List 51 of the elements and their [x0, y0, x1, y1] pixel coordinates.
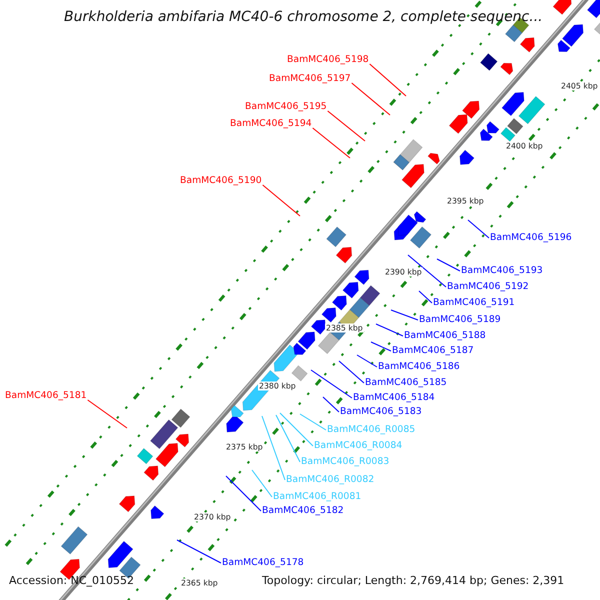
- gene-label: BamMC406_5181: [5, 390, 87, 402]
- gene-label: BamMC406_5190: [180, 175, 262, 187]
- gene-label: BamMC406_5188: [404, 330, 486, 342]
- leader-line: [338, 360, 364, 384]
- gene-label: BamMC406_5191: [433, 297, 515, 309]
- leader-line: [280, 412, 314, 446]
- leader-line: [369, 64, 406, 96]
- leader-line: [87, 400, 128, 428]
- gene-label: BamMC406_5183: [340, 406, 422, 418]
- leader-line: [376, 324, 404, 336]
- leader-line: [276, 414, 300, 462]
- gene-label: BamMC406_R0085: [327, 424, 416, 436]
- gene-label: BamMC406_5196: [490, 232, 572, 244]
- leader-line: [262, 416, 286, 480]
- leader-line: [356, 354, 378, 368]
- leader-line: [312, 128, 350, 158]
- gene-label: BamMC406_5186: [378, 361, 460, 373]
- leader-line: [322, 396, 340, 412]
- leader-line: [351, 82, 390, 116]
- gene-label: BamMC406_5178: [222, 557, 304, 569]
- gene-label: BamMC406_5189: [419, 314, 501, 326]
- leader-line: [468, 220, 490, 238]
- gene-label: BamMC406_5193: [461, 265, 543, 277]
- gene-label: BamMC406_5185: [365, 377, 447, 389]
- gene-label: BamMC406_5198: [287, 54, 369, 66]
- leader-line: [390, 310, 418, 320]
- footer-text: Accession: NC_010552: [9, 574, 134, 588]
- gene-label: BamMC406_5194: [230, 118, 312, 130]
- leader-line: [176, 540, 222, 564]
- leader-line: [262, 184, 300, 216]
- leader-line: [418, 290, 432, 304]
- title: Burkholderia ambifaria MC40-6 chromosome 2, complete sequenc...: [64, 9, 543, 25]
- gene-label: BamMC406_5187: [392, 345, 474, 357]
- leader-line: [327, 110, 366, 142]
- leader-line: [310, 370, 352, 398]
- leader-line: [252, 470, 272, 498]
- leader-line: [436, 258, 460, 272]
- gene-label: BamMC406_R0081: [273, 491, 362, 503]
- leader-line: [408, 254, 446, 288]
- gene-label: BamMC406_5192: [447, 281, 529, 293]
- gene-label: BamMC406_R0082: [286, 474, 374, 486]
- gene-label: BamMC406_5197: [269, 73, 351, 85]
- gene-label: BamMC406_5182: [262, 505, 344, 517]
- leader-line: [300, 414, 326, 430]
- gene-label: BamMC406_R0083: [301, 456, 390, 468]
- leader-line: [226, 476, 262, 512]
- gene-label: BamMC406_5195: [245, 101, 327, 113]
- gene-label: BamMC406_5184: [353, 392, 435, 404]
- gene-label: BamMC406_R0084: [314, 440, 402, 452]
- leader-line: [370, 342, 392, 352]
- footer-text: Topology: circular; Length: 2,769,414 bp; Genes: 2,391: [262, 574, 564, 588]
